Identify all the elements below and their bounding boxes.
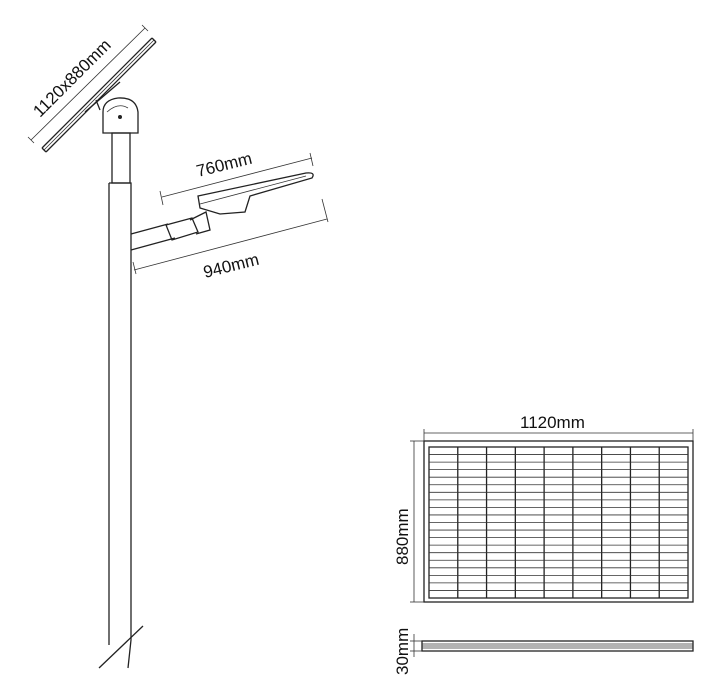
panel-width-label: 1120mm (520, 413, 585, 432)
panel-size-label: 1120x880mm (29, 35, 114, 120)
pole (98, 132, 144, 669)
panel-height-dimension: 880mm (393, 440, 424, 603)
arm-length-label: 940mm (201, 250, 261, 282)
panel-height-label: 880mm (393, 508, 412, 565)
panel-size-dimension: 1120x880mm (27, 24, 149, 144)
lamp-head (197, 172, 314, 215)
lamp-arm (130, 211, 211, 251)
panel-side-view (421, 640, 694, 652)
panel-front-view (423, 440, 694, 603)
panel-mount-bracket (95, 97, 139, 134)
tilted-solar-panel (41, 37, 157, 153)
panel-thickness-label: 30mm (393, 628, 412, 675)
panel-thickness-dimension: 30mm (393, 628, 422, 675)
panel-width-dimension: 1120mm (423, 413, 694, 441)
ground-line (98, 625, 144, 669)
lamp-length-label: 760mm (194, 149, 254, 181)
arm-length-dimension: 940mm (132, 198, 329, 282)
